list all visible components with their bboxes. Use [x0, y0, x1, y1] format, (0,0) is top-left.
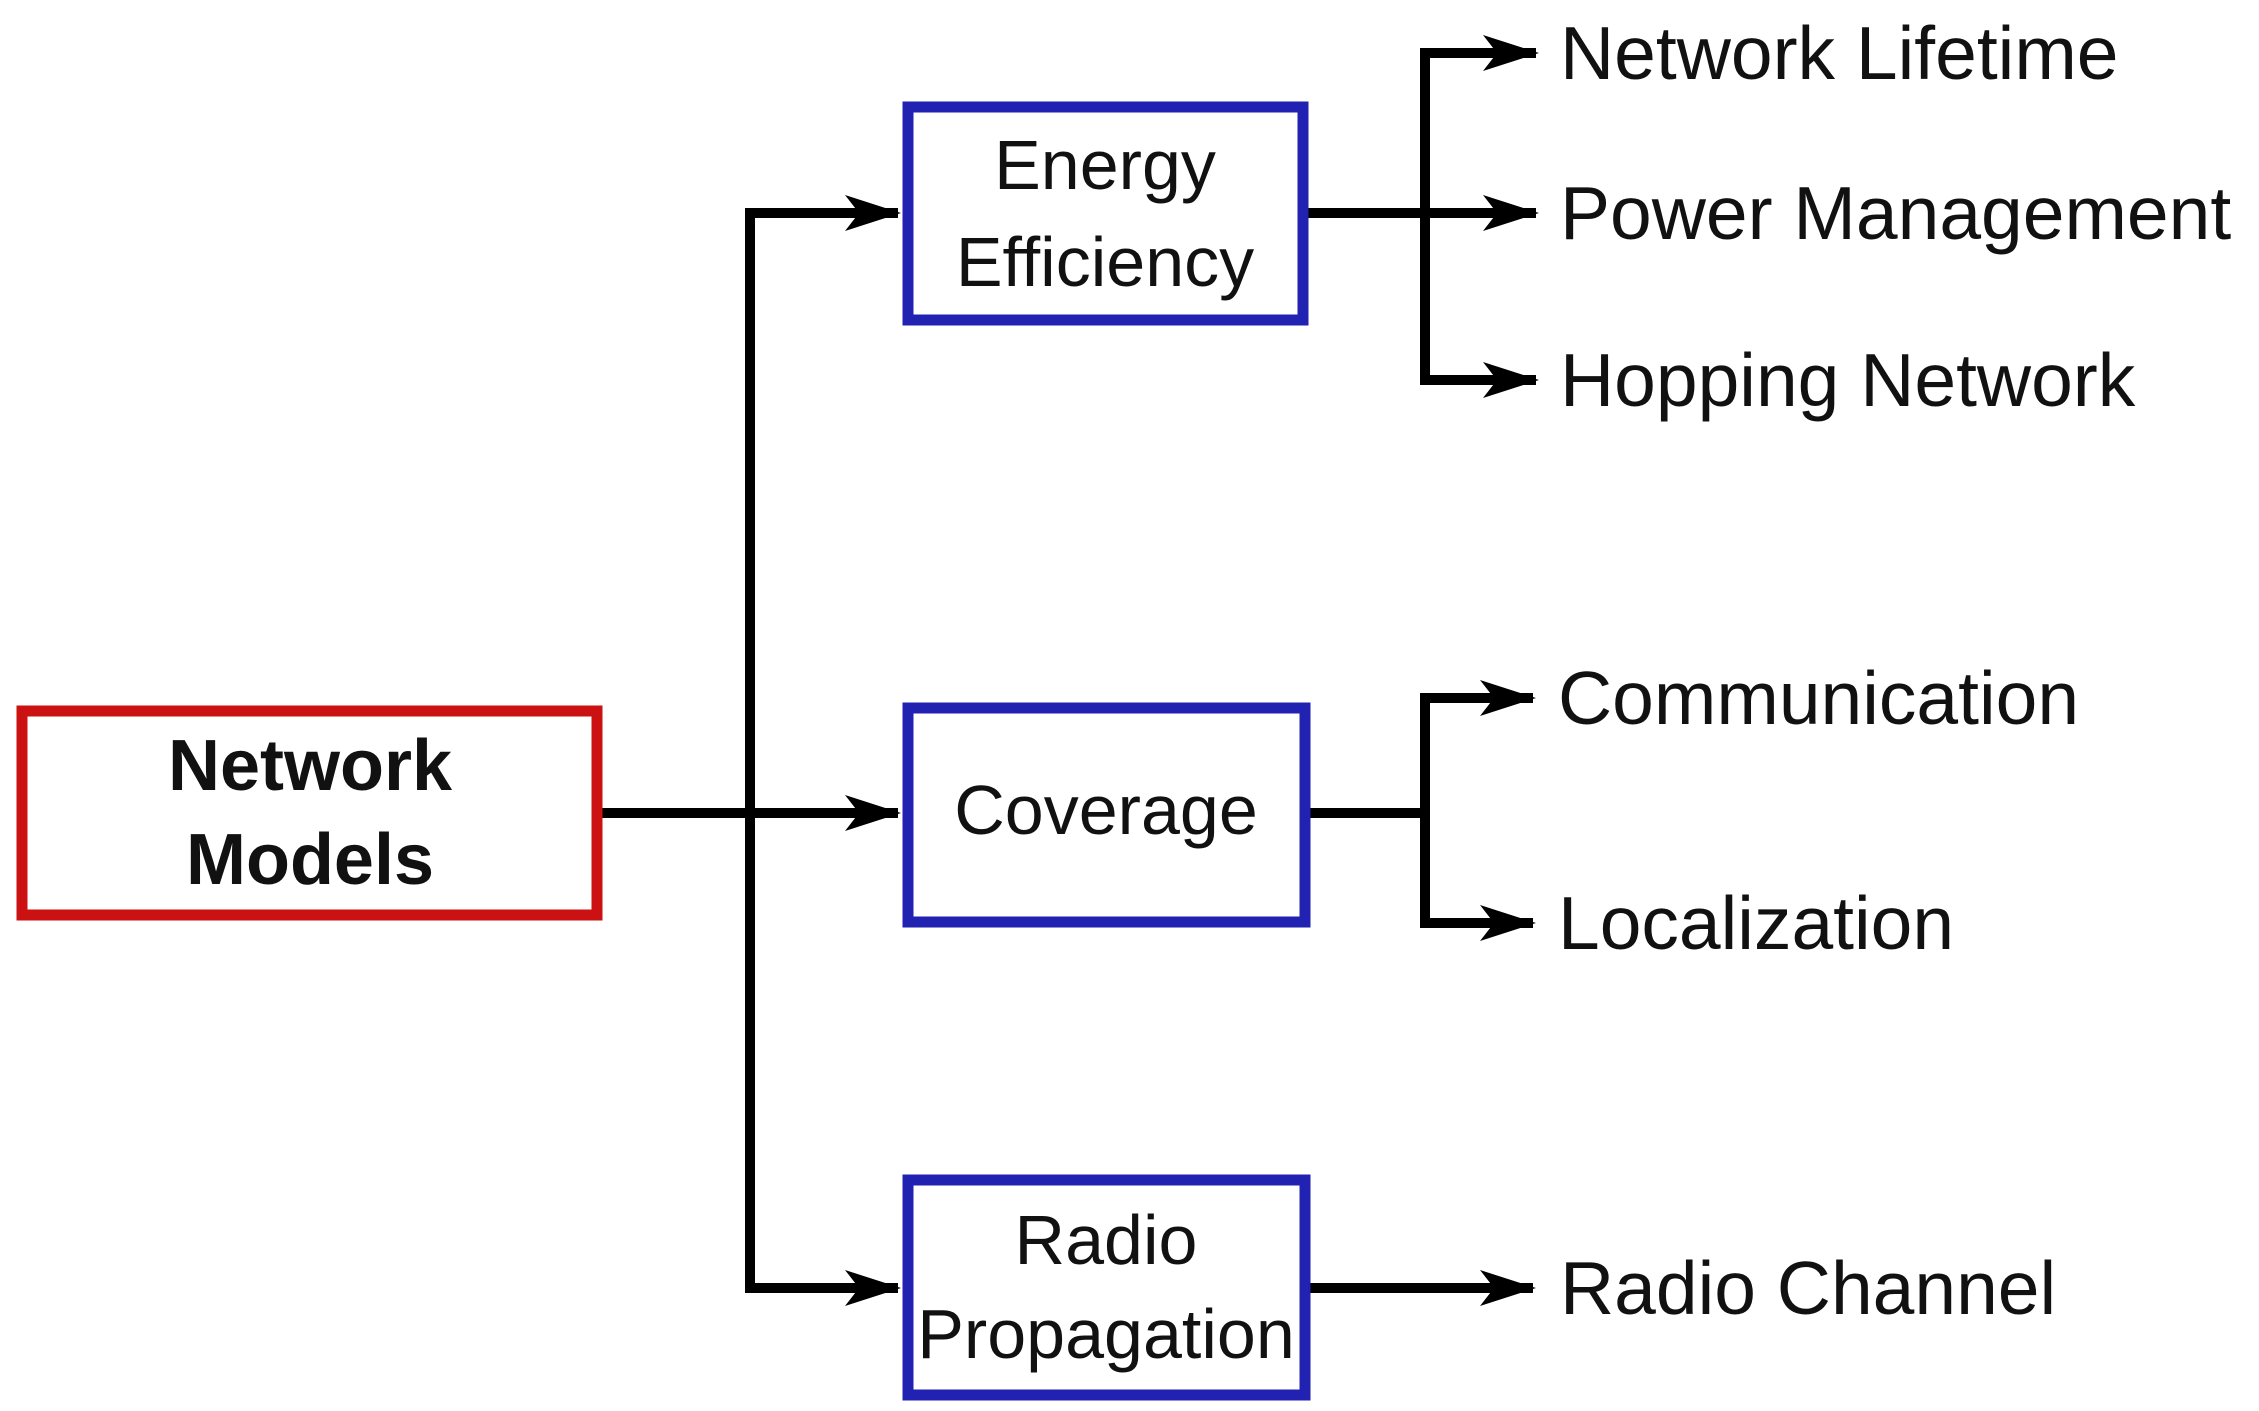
leaf-localization: Localization — [1558, 881, 1954, 965]
connector-lines — [600, 35, 1539, 1306]
root-label-line2: Models — [186, 820, 434, 900]
leaf-communication: Communication — [1558, 656, 2079, 740]
energy-efficiency-node-box — [902, 101, 1309, 326]
leaf-hopping-network: Hopping Network — [1560, 338, 2136, 422]
leaf-radio-channel: Radio Channel — [1560, 1246, 2056, 1330]
energy-efficiency-label-line1: Energy — [994, 126, 1216, 204]
leaf-power-management: Power Management — [1560, 171, 2231, 255]
radio-propagation-label-line1: Radio — [1015, 1201, 1198, 1279]
radio-propagation-node-box — [902, 1174, 1311, 1401]
radio-propagation-label-line2: Propagation — [917, 1295, 1295, 1373]
energy-efficiency-label-line2: Efficiency — [956, 223, 1254, 301]
root-node-box — [16, 705, 603, 921]
coverage-node-box — [902, 702, 1311, 928]
coverage-label: Coverage — [954, 771, 1258, 849]
diagram-labels: Network Models Energy Efficiency Coverag… — [168, 11, 2231, 1373]
root-label-line1: Network — [168, 726, 453, 806]
leaf-network-lifetime: Network Lifetime — [1560, 11, 2119, 95]
